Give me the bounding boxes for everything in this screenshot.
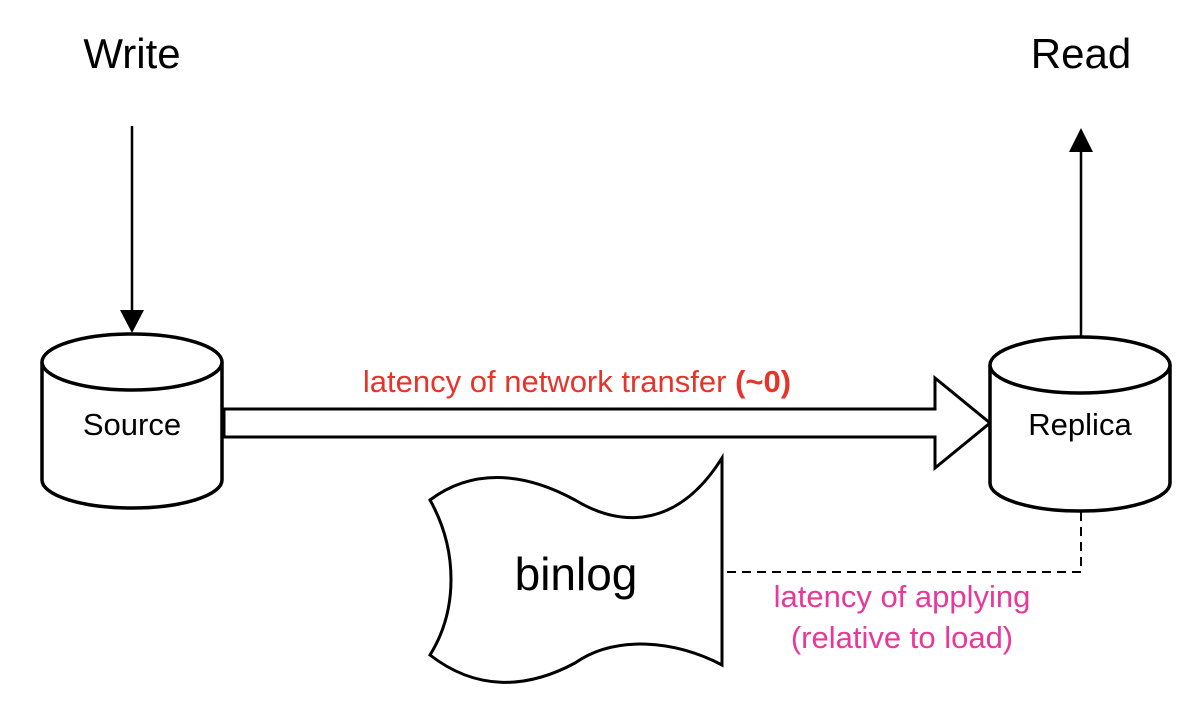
network-latency-label: latency of network transfer (~0) bbox=[363, 364, 791, 399]
write-label: Write bbox=[83, 30, 180, 77]
write-arrow bbox=[120, 126, 144, 333]
network-latency-value: (~0) bbox=[735, 364, 791, 399]
replica-database-icon bbox=[988, 335, 1172, 513]
binlog-label: binlog bbox=[515, 548, 638, 600]
network-latency-text: latency of network transfer bbox=[363, 364, 735, 399]
read-arrow bbox=[1069, 128, 1093, 338]
apply-latency-label-line2: (relative to load) bbox=[791, 620, 1013, 655]
network-transfer-arrow bbox=[222, 374, 993, 472]
replica-label: Replica bbox=[1028, 407, 1132, 442]
binlog-document-icon bbox=[428, 452, 724, 684]
source-label: Source bbox=[83, 407, 181, 442]
read-label: Read bbox=[1031, 30, 1131, 77]
apply-dashed-connector bbox=[727, 508, 1082, 573]
source-database-icon bbox=[40, 332, 224, 510]
apply-latency-label-line1: latency of applying bbox=[774, 579, 1031, 614]
